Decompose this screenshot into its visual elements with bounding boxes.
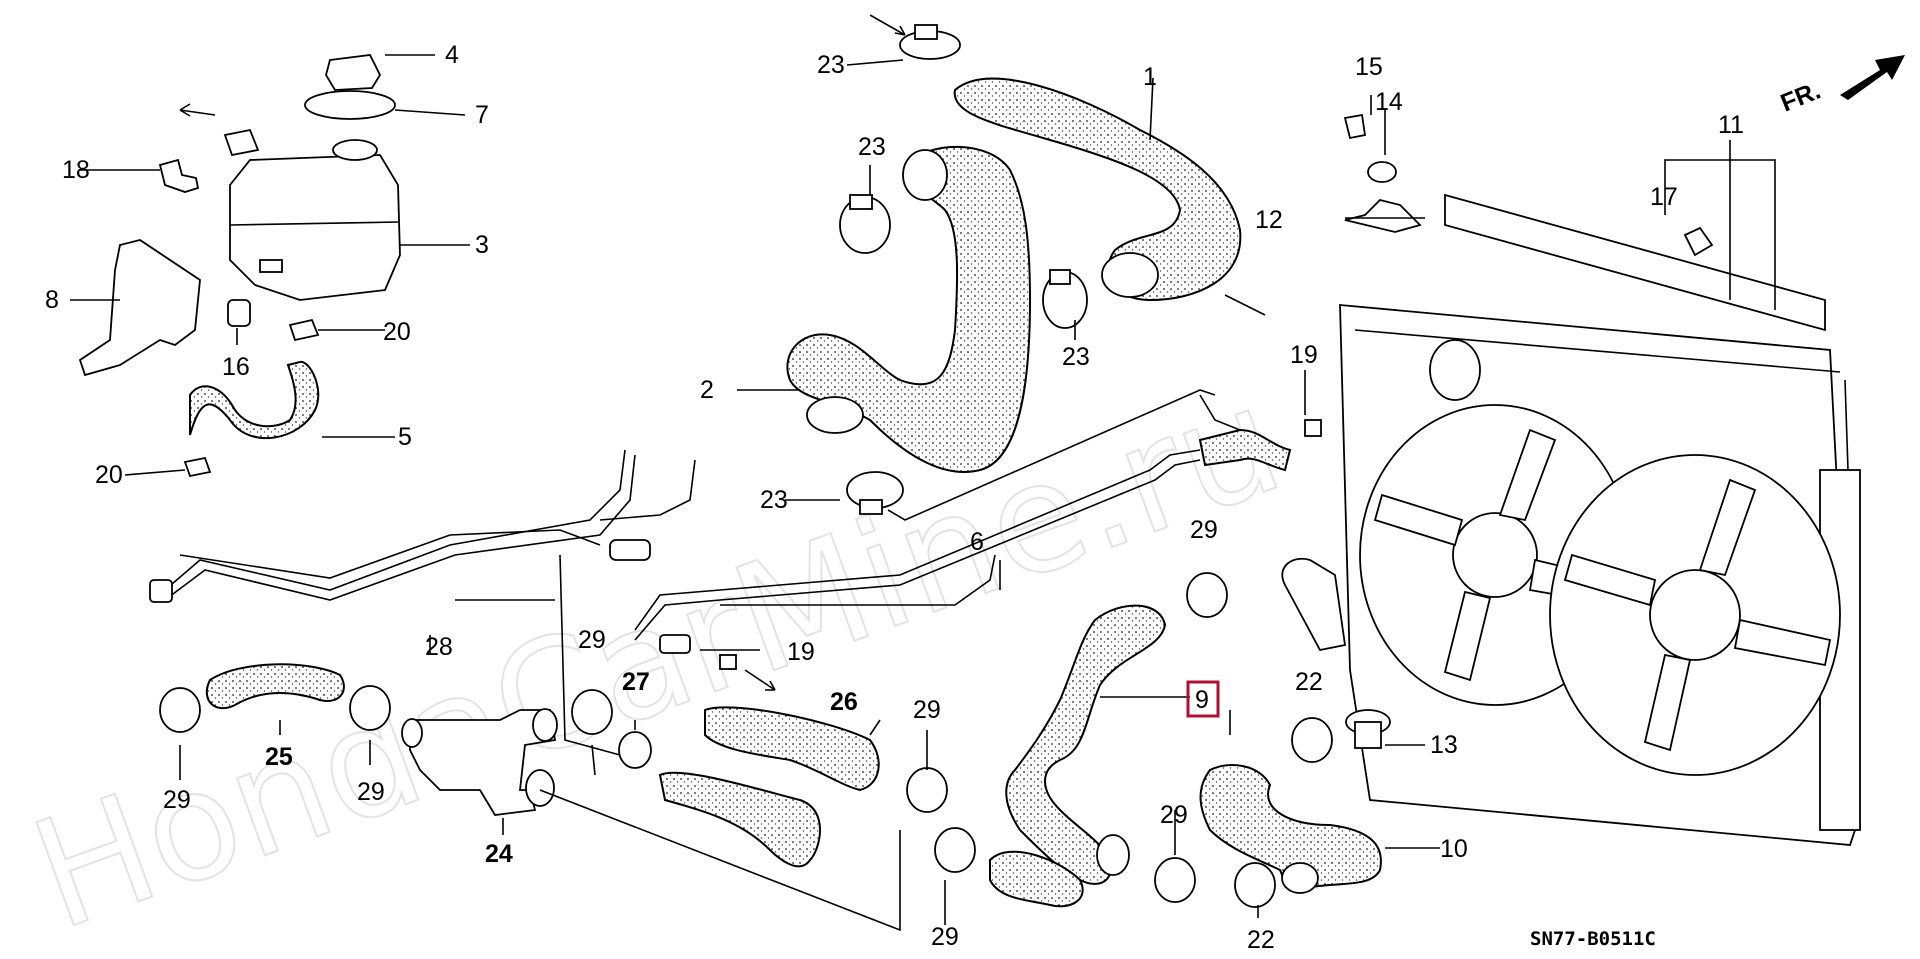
label-27[interactable]: 27 xyxy=(622,668,650,696)
label-15[interactable]: 15 xyxy=(1355,53,1383,81)
label-23-b[interactable]: 23 xyxy=(858,133,886,161)
clip-19-upper[interactable] xyxy=(1304,419,1322,437)
label-29-g[interactable]: 29 xyxy=(163,786,191,814)
clamp-29-a[interactable] xyxy=(1186,572,1228,618)
clamp-29-b[interactable] xyxy=(1154,857,1196,903)
label-4[interactable]: 4 xyxy=(445,41,459,69)
label-19-lower[interactable]: 19 xyxy=(787,638,815,666)
lower-hose-2[interactable] xyxy=(786,145,1032,473)
clamp-27[interactable] xyxy=(618,731,652,769)
label-20-upper[interactable]: 20 xyxy=(383,318,411,346)
bracket-12[interactable] xyxy=(1344,199,1422,233)
label-18[interactable]: 18 xyxy=(62,156,90,184)
label-6[interactable]: 6 xyxy=(970,528,984,556)
hose-25[interactable] xyxy=(205,663,345,710)
label-5[interactable]: 5 xyxy=(398,423,412,451)
hose-26-a[interactable] xyxy=(704,706,880,792)
clip-19-lower[interactable] xyxy=(719,654,737,670)
label-9-highlight xyxy=(1186,680,1220,718)
clamp-23-b[interactable] xyxy=(839,194,891,254)
clamp-29-c[interactable] xyxy=(906,767,948,813)
clamp-29-e[interactable] xyxy=(571,689,613,735)
label-19-upper[interactable]: 19 xyxy=(1290,341,1318,369)
label-20-lower[interactable]: 20 xyxy=(95,461,123,489)
label-23-a[interactable]: 23 xyxy=(817,51,845,79)
label-29-c[interactable]: 29 xyxy=(913,696,941,724)
label-29-f[interactable]: 29 xyxy=(357,778,385,806)
label-29-e[interactable]: 29 xyxy=(578,626,606,654)
overflow-tube-5[interactable] xyxy=(189,361,320,439)
label-10[interactable]: 10 xyxy=(1440,835,1468,863)
clamp-23-d[interactable] xyxy=(846,471,904,515)
tank-bracket[interactable] xyxy=(78,239,201,377)
water-pipe-28[interactable] xyxy=(149,449,696,603)
clip-17[interactable] xyxy=(1683,226,1714,257)
cooling-fan-right[interactable] xyxy=(1549,454,1841,776)
leader-6-top xyxy=(1199,394,1241,431)
cushion-14[interactable] xyxy=(1367,161,1397,183)
label-26[interactable]: 26 xyxy=(830,688,858,716)
label-14[interactable]: 14 xyxy=(1375,88,1403,116)
diagram-code: SN77-B0511C xyxy=(1530,928,1656,950)
label-16[interactable]: 16 xyxy=(222,353,250,381)
clip-20-lower[interactable] xyxy=(183,456,212,478)
label-23-d[interactable]: 23 xyxy=(760,486,788,514)
clamp-22-a[interactable] xyxy=(1291,717,1333,763)
label-1[interactable]: 1 xyxy=(1143,63,1157,91)
clamp-23-c[interactable] xyxy=(1042,269,1088,329)
leader-23-pipe xyxy=(887,389,1216,521)
drain-plug-13[interactable] xyxy=(1345,709,1391,749)
bolt-15[interactable] xyxy=(1343,113,1367,140)
cap-gasket[interactable] xyxy=(304,90,396,120)
bypass-pipe-6[interactable] xyxy=(634,428,1292,654)
label-29-b[interactable]: 29 xyxy=(1160,801,1188,829)
label-11[interactable]: 11 xyxy=(1718,111,1744,139)
label-7[interactable]: 7 xyxy=(475,101,489,129)
label-8[interactable]: 8 xyxy=(45,286,59,314)
label-22-b[interactable]: 22 xyxy=(1247,926,1275,954)
leader-lines xyxy=(70,14,1776,932)
reserve-tank-cap[interactable] xyxy=(325,54,382,91)
reserve-tank[interactable] xyxy=(223,128,401,301)
hose-26-b[interactable] xyxy=(658,771,821,868)
label-13[interactable]: 13 xyxy=(1430,731,1458,759)
clamp-29-g[interactable] xyxy=(159,687,201,733)
lower-radiator-hose-9[interactable] xyxy=(1005,604,1167,885)
water-valve-24[interactable] xyxy=(401,708,558,816)
label-12[interactable]: 12 xyxy=(1255,206,1283,234)
label-9[interactable]: 9 xyxy=(1195,686,1209,714)
front-direction-arrow xyxy=(1840,55,1905,100)
bolt-18[interactable] xyxy=(158,158,200,193)
clamp-22-b[interactable] xyxy=(1234,862,1276,908)
front-marker-text: FR. xyxy=(1777,77,1825,118)
label-28[interactable]: 28 xyxy=(425,633,453,661)
label-22-a[interactable]: 22 xyxy=(1295,668,1323,696)
clamp-29-d[interactable] xyxy=(934,827,976,873)
label-3[interactable]: 3 xyxy=(475,231,489,259)
label-2[interactable]: 2 xyxy=(700,376,714,404)
radiator-seal-11[interactable] xyxy=(1444,193,1826,332)
label-17[interactable]: 17 xyxy=(1650,183,1678,211)
grommet-16[interactable] xyxy=(227,299,251,327)
clamp-23-a[interactable] xyxy=(899,24,961,60)
label-29-a[interactable]: 29 xyxy=(1190,516,1218,544)
radiator-hose-10[interactable] xyxy=(1199,764,1382,892)
radiator-outlet xyxy=(1281,557,1347,652)
clamp-29-f[interactable] xyxy=(349,685,391,731)
label-24[interactable]: 24 xyxy=(485,840,513,868)
clip-20-upper[interactable] xyxy=(288,318,320,342)
label-23-c[interactable]: 23 xyxy=(1062,343,1090,371)
label-29-d[interactable]: 29 xyxy=(931,923,959,951)
label-25[interactable]: 25 xyxy=(265,743,293,771)
